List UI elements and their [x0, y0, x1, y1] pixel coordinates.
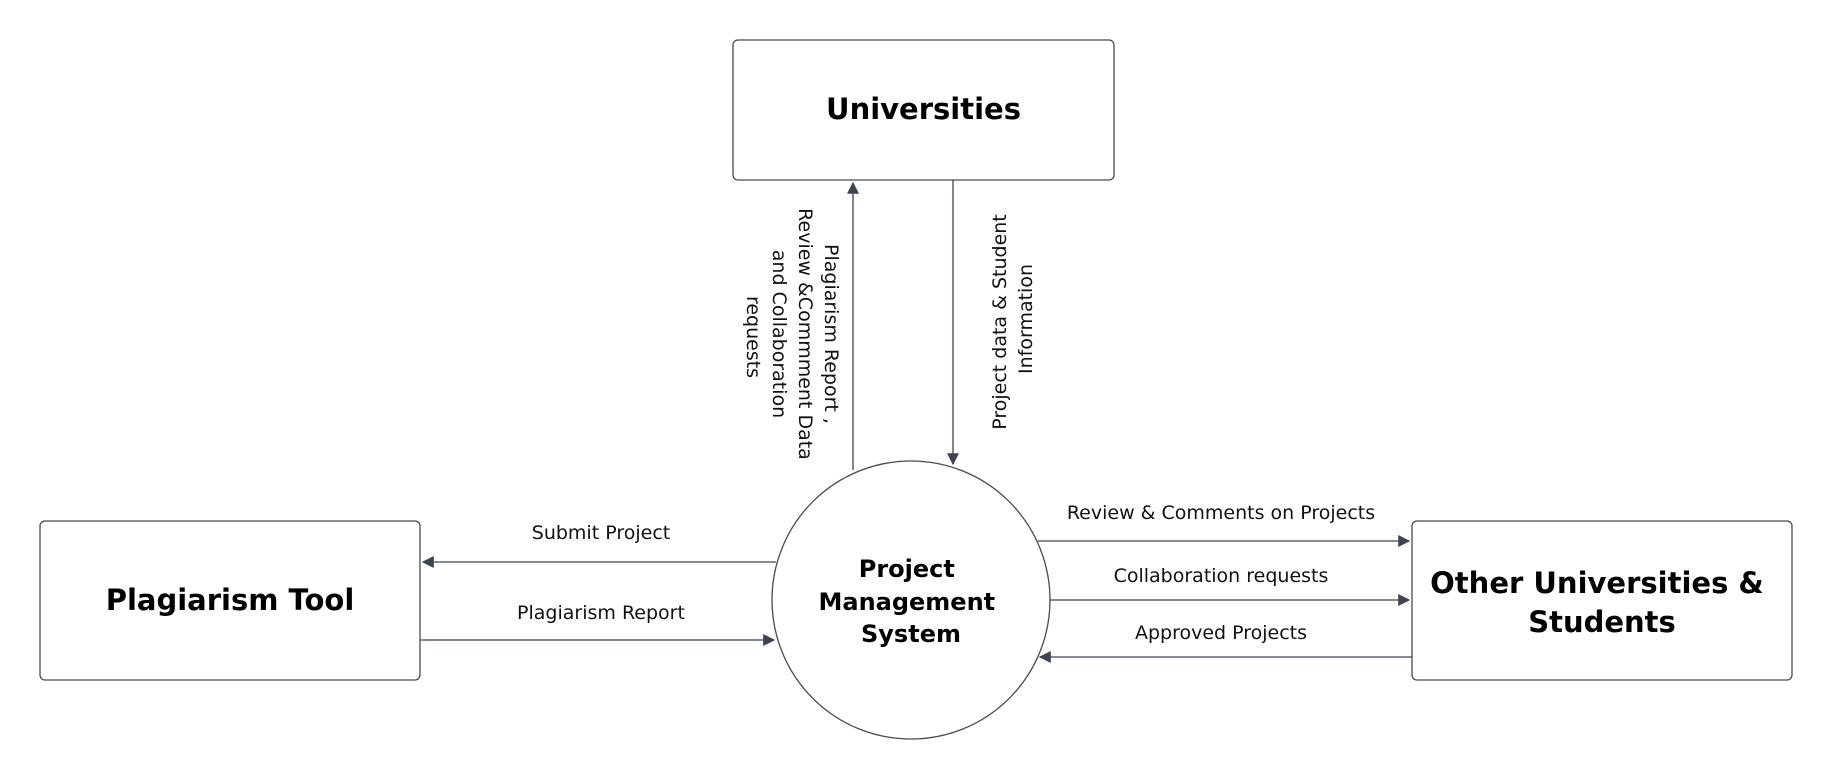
- flow-plagiarism-report-label: Plagiarism Report: [517, 602, 685, 624]
- process-label: Project Management System: [818, 555, 1003, 648]
- universities-entity[interactable]: Universities: [732, 39, 1115, 181]
- flow-collaboration-label: Collaboration requests: [1114, 565, 1329, 587]
- flow-from-universities-label: Project data & Student Information: [989, 208, 1037, 430]
- svg-text:Plagiarism Report , Revi: Plagiarism Report , Review &Commment Dat…: [742, 208, 842, 466]
- other-universities-label: Other Universities & Students: [1430, 566, 1774, 639]
- plagiarism-tool-label: Plagiarism Tool: [106, 583, 355, 617]
- universities-label: Universities: [826, 92, 1021, 126]
- svg-text:Project data & Student I: Project data & Student Information: [989, 208, 1037, 430]
- flow-review-comments-label: Review & Comments on Projects: [1067, 502, 1375, 524]
- flow-to-universities-label: Plagiarism Report , Review &Commment Dat…: [742, 208, 842, 466]
- flow-submit-project-label: Submit Project: [532, 522, 670, 544]
- plagiarism-tool-entity[interactable]: Plagiarism Tool: [39, 520, 421, 681]
- flow-approved-label: Approved Projects: [1135, 622, 1307, 644]
- other-universities-entity[interactable]: Other Universities & Students: [1411, 520, 1793, 681]
- project-management-system-process[interactable]: Project Management System: [771, 460, 1051, 740]
